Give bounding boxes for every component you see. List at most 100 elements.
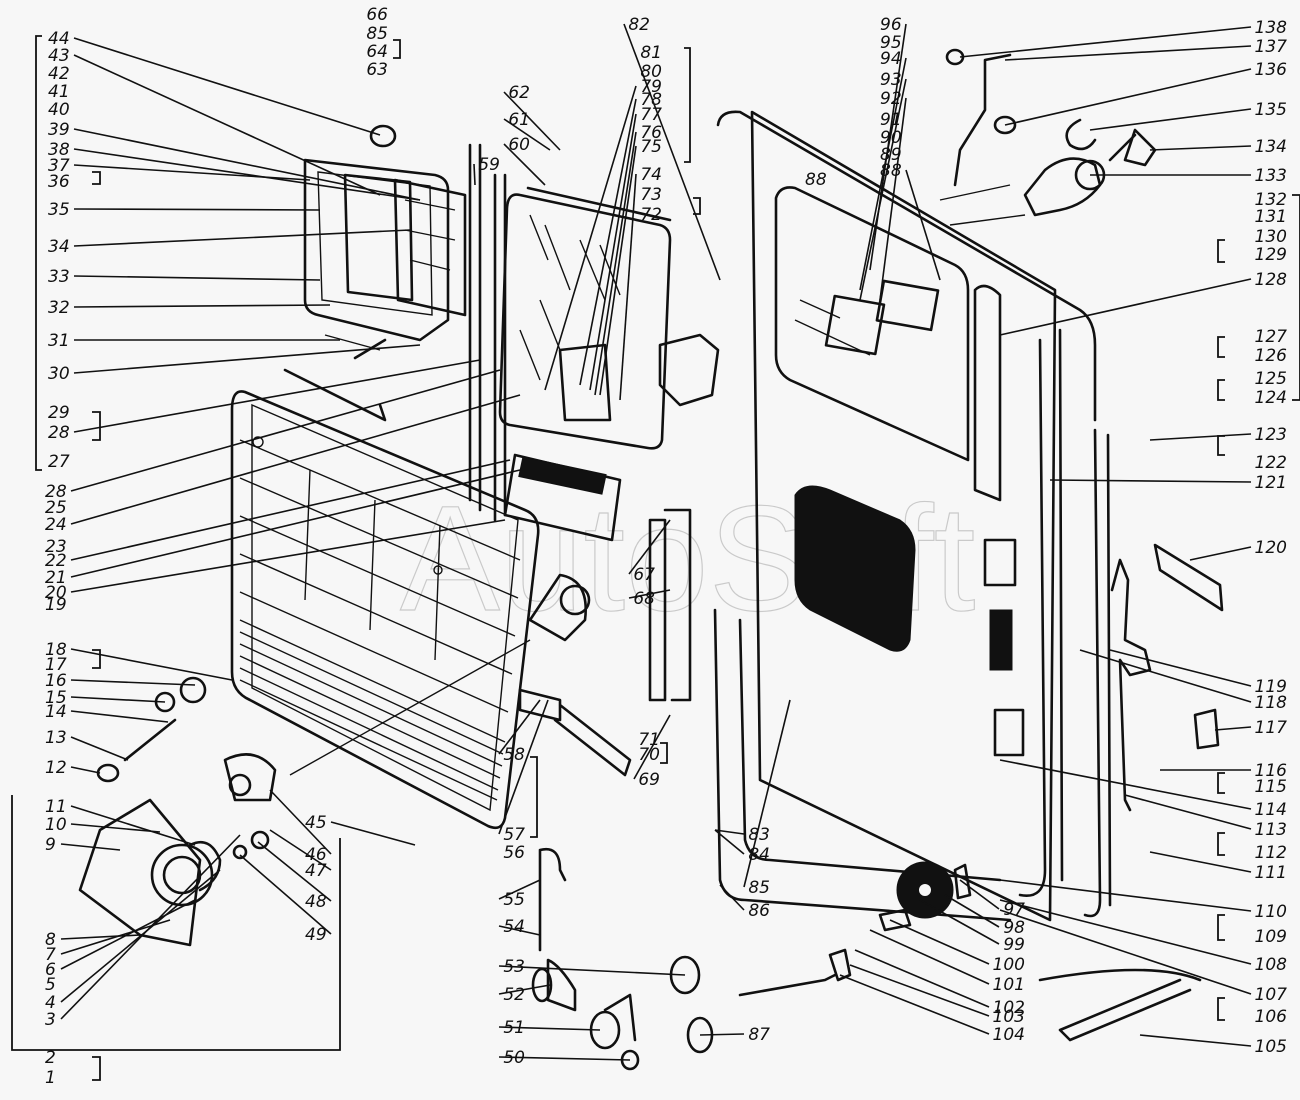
leader-line [919, 899, 1000, 945]
leader-line [544, 85, 637, 391]
callout-label: 13 [45, 728, 67, 748]
callout-label: 28 [48, 423, 70, 443]
leader-line [594, 131, 637, 396]
callout-label: 33 [48, 267, 70, 287]
leader-line [589, 113, 637, 391]
callout-label: 28 [45, 482, 67, 502]
leader-line [503, 118, 551, 151]
leader-line [473, 163, 476, 186]
leader-line [1004, 68, 1252, 126]
callout-label: 123 [1255, 425, 1287, 445]
leader-line [73, 128, 421, 201]
leader-line [579, 98, 637, 386]
callout-label: 45 [305, 813, 327, 833]
callout-label: 24 [45, 515, 67, 535]
callout-label: 54 [503, 917, 525, 937]
callout-label: 125 [1255, 369, 1287, 389]
callout-label: 60 [508, 135, 530, 155]
callout-label: 44 [48, 29, 70, 49]
leader-line [60, 869, 221, 1003]
leader-line [60, 899, 196, 970]
leader-line [959, 879, 1000, 910]
callout-label: 15 [45, 688, 67, 708]
leader-line [854, 949, 990, 1008]
callout-label: 120 [1255, 538, 1287, 558]
leader-line [257, 841, 332, 902]
callout-label: 2 [45, 1048, 56, 1068]
callout-label: 14 [45, 702, 67, 722]
callout-label: 117 [1255, 718, 1288, 738]
leader-line [70, 823, 161, 833]
leader-line [70, 469, 521, 578]
leader-line [633, 714, 671, 780]
grouping-bracket [92, 411, 101, 441]
leader-line [849, 964, 990, 1017]
leader-line [73, 37, 381, 136]
leader-line [60, 843, 121, 851]
callout-label: 85 [748, 878, 770, 898]
callout-label: 111 [1255, 863, 1287, 883]
leader-line [1109, 649, 1252, 687]
callout-label: 59 [478, 155, 500, 175]
leader-line [70, 736, 129, 761]
callout-label: 127 [1255, 327, 1288, 347]
leader-line [628, 519, 671, 575]
leader-line [1089, 108, 1252, 131]
callout-label: 126 [1255, 346, 1288, 366]
callout-label: 49 [305, 925, 327, 945]
leader-line [498, 1056, 631, 1061]
callout-label: 113 [1255, 820, 1287, 840]
leader-line [1004, 45, 1252, 61]
callout-label: 16 [45, 671, 67, 691]
callout-label: 66 [366, 5, 388, 25]
callout-label: 56 [503, 843, 525, 863]
leader-line [859, 57, 907, 291]
callout-label: 101 [993, 975, 1025, 995]
grouping-bracket [1217, 239, 1225, 263]
callout-label: 36 [48, 172, 70, 192]
leader-line [73, 304, 331, 308]
callout-label: 108 [1255, 955, 1288, 975]
leader-lines [60, 23, 1252, 1061]
callout-label: 18 [45, 640, 67, 660]
leader-line [999, 278, 1252, 336]
callout-label: 131 [1255, 207, 1287, 227]
callout-label: 128 [1255, 270, 1288, 290]
callout-label: 83 [748, 825, 770, 845]
leader-line [959, 26, 1252, 58]
callout-label: 121 [1255, 473, 1287, 493]
leader-line [70, 679, 196, 686]
leader-line [70, 519, 506, 593]
callout-label: 109 [1255, 927, 1287, 947]
leader-line [73, 164, 311, 181]
callout-label: 129 [1255, 245, 1287, 265]
leader-line [599, 145, 637, 396]
leader-line [498, 879, 541, 900]
leader-line [269, 789, 332, 855]
leader-line [70, 459, 511, 561]
callout-label: 103 [993, 1007, 1025, 1027]
callout-label: 29 [48, 403, 70, 423]
leader-line [623, 23, 721, 281]
leader-line [999, 899, 1252, 965]
leader-line [999, 759, 1252, 810]
callout-label: 58 [503, 745, 525, 765]
callout-label: 35 [48, 200, 70, 220]
leader-line [905, 169, 941, 281]
leader-line [719, 884, 745, 911]
grouping-bracket [1217, 832, 1225, 856]
callout-label: 85 [366, 24, 388, 44]
callout-label: 32 [48, 298, 70, 318]
leader-line [714, 829, 745, 855]
grouping-bracket [92, 171, 101, 185]
callout-label: 62 [508, 83, 530, 103]
callout-label: 71 [638, 730, 660, 750]
callout-label: 27 [48, 452, 70, 472]
glass-run-channel [468, 143, 507, 522]
callout-label: 11 [45, 797, 67, 817]
callout-label: 68 [633, 589, 655, 609]
callout-label: 63 [366, 60, 388, 80]
callout-label: 17 [45, 655, 67, 675]
leader-line [60, 934, 141, 940]
leader-line [70, 710, 169, 723]
